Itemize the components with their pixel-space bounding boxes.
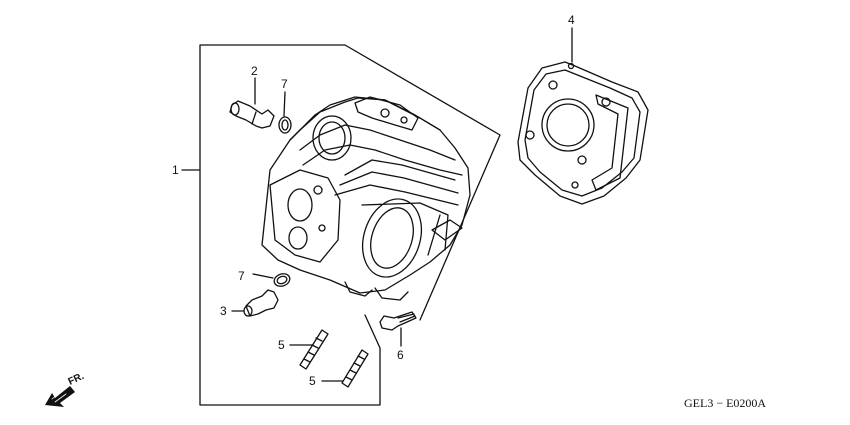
callout-7-upper: 7 (281, 77, 288, 91)
callout-4: 4 (568, 13, 575, 27)
callout-2: 2 (251, 64, 258, 78)
direction-label: FR. (67, 371, 86, 388)
callout-labels: 1 2 7 7 3 5 5 6 4 FR. GEL3 − E0200A (67, 13, 767, 410)
callout-7-lower: 7 (238, 269, 245, 283)
part-4-gasket (517, 27, 649, 205)
part-6-bolt (379, 214, 441, 347)
callout-3: 3 (220, 304, 227, 318)
part-7-washer-lower (252, 273, 291, 287)
part-5-stud-lower (321, 349, 369, 388)
part-5-stud-upper (289, 329, 329, 370)
cylinder-head (261, 96, 471, 301)
part-7-washer-upper (278, 91, 292, 134)
diagram-code: GEL3 − E0200A (684, 396, 766, 410)
callout-1: 1 (172, 163, 179, 177)
part-3-plug (231, 289, 279, 317)
assembly-frame (181, 44, 501, 406)
callout-5-lower: 5 (309, 374, 316, 388)
front-arrow-icon (45, 386, 75, 407)
part-2-bolt (229, 77, 275, 129)
callout-6: 6 (397, 348, 404, 362)
callout-5-upper: 5 (278, 338, 285, 352)
